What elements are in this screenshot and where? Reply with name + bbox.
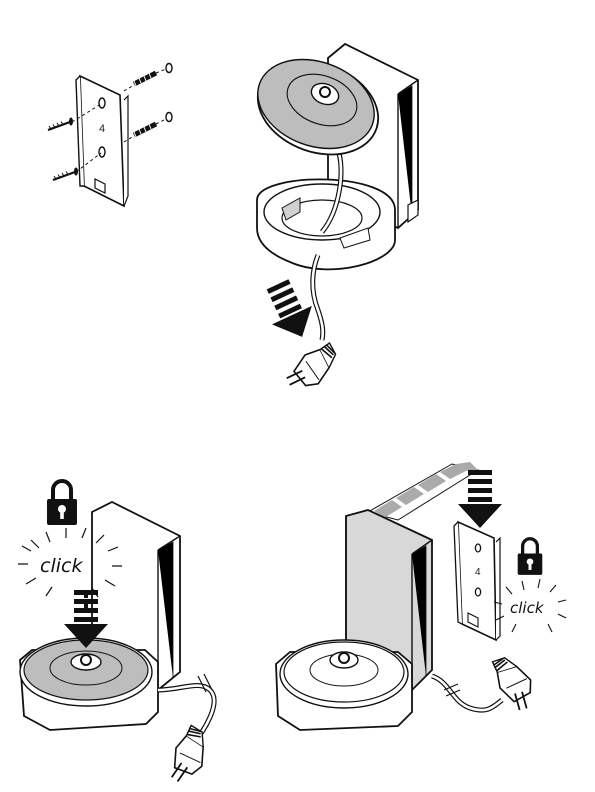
power-plug-icon: [284, 335, 339, 393]
plate-number: 4: [475, 567, 481, 578]
wall-plug-icon: [132, 70, 158, 138]
figure-click-lock: click: [18, 479, 217, 784]
click-label: click: [510, 599, 545, 617]
figure-wall-attach: 4 click: [275, 462, 567, 731]
power-plug-icon: [156, 721, 217, 784]
padlock-icon: [45, 479, 79, 527]
power-plug-icon: [479, 653, 542, 714]
click-label: click: [40, 555, 83, 577]
padlock-icon: [516, 537, 544, 577]
figure-cord-routing: [256, 42, 419, 393]
click-burst: click: [493, 578, 567, 633]
click-burst: click: [18, 527, 122, 598]
screw-icon: [46, 116, 80, 182]
rotating-disc: [256, 58, 380, 156]
plate-number: 4: [99, 123, 105, 135]
figure-wall-mounting: 4: [46, 62, 173, 208]
